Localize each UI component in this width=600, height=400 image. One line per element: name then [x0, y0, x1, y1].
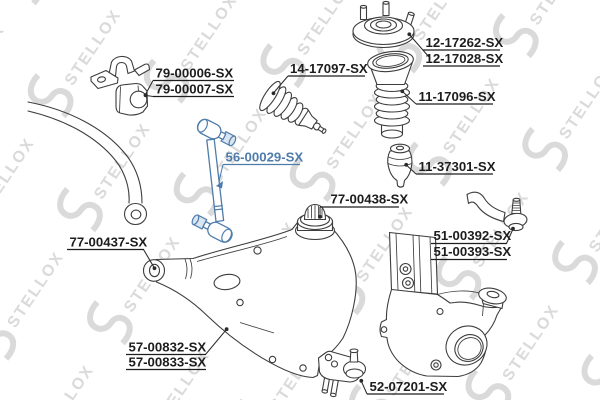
leader-line: [146, 94, 154, 98]
leader-dot: [511, 226, 515, 231]
part-labels: 79-00006-SX 79-00007-SX 14-17097-SX 12-1…: [67, 32, 515, 395]
stabilizer-bushing-drawing: [115, 82, 149, 116]
part-number[interactable]: 12-17262-SX: [426, 35, 504, 50]
part-label-11-37301-sx: 11-37301-SX: [404, 159, 496, 175]
part-number[interactable]: 79-00007-SX: [156, 82, 234, 97]
ball-joint-drawing: [317, 348, 367, 398]
leader-line: [361, 381, 368, 395]
leader-line: [402, 91, 417, 105]
part-label-77-00437-sx: 77-00437-SX: [67, 235, 157, 271]
part-label-56-00029-sx-selected: 56-00029-SX: [216, 150, 303, 189]
part-number[interactable]: 11-17096-SX: [419, 89, 496, 104]
leader-dot: [271, 91, 276, 96]
part-label-79-00007-sx: 79-00007-SX: [143, 82, 234, 98]
part-number[interactable]: 12-17028-SX: [426, 51, 504, 66]
part-number[interactable]: 52-07201-SX: [370, 379, 448, 394]
leader-line: [145, 80, 154, 94]
leader-line: [405, 164, 417, 175]
part-label-57-00833-sx: 57-00833-SX: [126, 355, 207, 371]
leader-dot: [400, 89, 405, 94]
leader-line: [506, 229, 514, 244]
leader-line: [408, 34, 430, 58]
leader-dot: [407, 32, 412, 37]
part-number[interactable]: 51-00393-SX: [434, 244, 512, 259]
part-label-51-00393-sx: 51-00393-SX: [431, 244, 512, 261]
leader-dot: [318, 214, 322, 219]
stabilizer-link-drawing[interactable]: [190, 117, 238, 245]
leader-dot: [404, 162, 409, 167]
part-number[interactable]: 11-37301-SX: [419, 159, 496, 174]
leader-arrowhead: [216, 181, 223, 189]
part-label-52-07201-sx: 52-07201-SX: [359, 378, 448, 395]
part-number[interactable]: 51-00392-SX: [434, 228, 512, 243]
part-label-12-17028-sx: 12-17028-SX: [423, 51, 504, 67]
leader-line: [218, 164, 224, 182]
part-number[interactable]: 77-00438-SX: [331, 192, 409, 207]
leader-dot: [359, 378, 364, 383]
leader-dot: [224, 327, 229, 332]
stabilizer-bar-drawing: [27, 101, 148, 226]
part-number[interactable]: 79-00006-SX: [156, 66, 234, 81]
part-label-51-00392-sx: 51-00392-SX: [431, 226, 515, 245]
leader-line: [273, 75, 289, 94]
part-number-highlighted[interactable]: 56-00029-SX: [226, 150, 304, 165]
part-label-12-17262-sx: 12-17262-SX: [407, 32, 504, 58]
part-label-79-00006-sx: 79-00006-SX: [145, 66, 234, 94]
leader-dot: [152, 266, 157, 271]
part-label-57-00832-sx: 57-00832-SX: [126, 327, 229, 356]
part-number[interactable]: 77-00437-SX: [70, 235, 148, 250]
steering-rack-boot-drawing: [259, 80, 327, 134]
steering-knuckle-drawing: [379, 231, 507, 378]
bump-stop-drawing: [387, 143, 413, 188]
part-number[interactable]: 14-17097-SX: [290, 61, 368, 76]
part-number[interactable]: 57-00833-SX: [129, 355, 207, 370]
control-arm-drawing: [142, 203, 357, 379]
leader-dot: [143, 93, 148, 98]
strut-mount-drawing: [352, 0, 415, 49]
stabilizer-bracket-drawing: [90, 55, 151, 90]
leader-line: [205, 329, 227, 355]
strut-dust-boot-drawing: [367, 50, 414, 139]
part-label-14-17097-sx: 14-17097-SX: [271, 61, 368, 96]
part-label-11-17096-sx: 11-17096-SX: [400, 89, 496, 105]
part-number[interactable]: 57-00832-SX: [129, 340, 207, 355]
part-label-77-00438-sx: 77-00438-SX: [318, 192, 408, 219]
leader-line: [143, 249, 155, 269]
